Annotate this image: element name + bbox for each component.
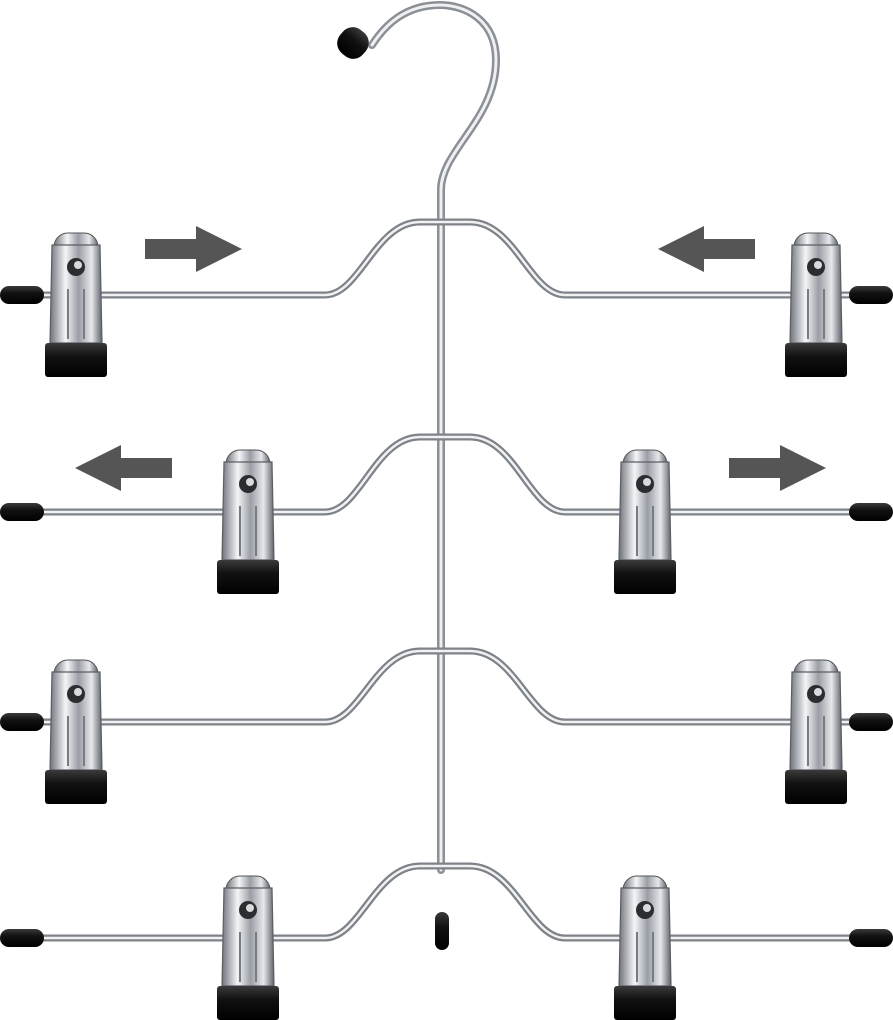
clip-left bbox=[217, 449, 279, 594]
bar-end-cap-right bbox=[849, 503, 893, 521]
bar-end-cap-left bbox=[0, 713, 44, 731]
bar-end-cap-left bbox=[0, 503, 44, 521]
tier-bar bbox=[18, 647, 875, 726]
stem-end-cap bbox=[435, 912, 449, 950]
bar-end-cap-right bbox=[849, 286, 893, 304]
hanger-tier-2 bbox=[0, 433, 893, 594]
clip-left bbox=[217, 875, 279, 1020]
arrow-left-icon bbox=[658, 226, 755, 272]
clip-right bbox=[785, 659, 847, 804]
clip-right bbox=[614, 875, 676, 1020]
arrow-right-icon bbox=[729, 445, 826, 491]
clip-right bbox=[785, 232, 847, 377]
direction-arrows bbox=[75, 226, 826, 491]
bar-end-cap-left bbox=[0, 286, 44, 304]
hanger-tiers bbox=[0, 218, 893, 1020]
bar-end-cap-left bbox=[0, 929, 44, 947]
hanger-tier-4 bbox=[0, 862, 893, 1020]
bar-end-cap-right bbox=[849, 929, 893, 947]
clip-right bbox=[614, 449, 676, 594]
bar-end-cap-right bbox=[849, 713, 893, 731]
arrow-left-icon bbox=[75, 445, 172, 491]
clip-left bbox=[45, 659, 107, 804]
clip-left bbox=[45, 232, 107, 377]
hanger-tier-1 bbox=[0, 218, 893, 377]
hanger-tier-3 bbox=[0, 647, 893, 804]
hook bbox=[337, 0, 501, 950]
hook-tip-cap bbox=[337, 27, 369, 59]
arrow-right-icon bbox=[145, 226, 242, 272]
